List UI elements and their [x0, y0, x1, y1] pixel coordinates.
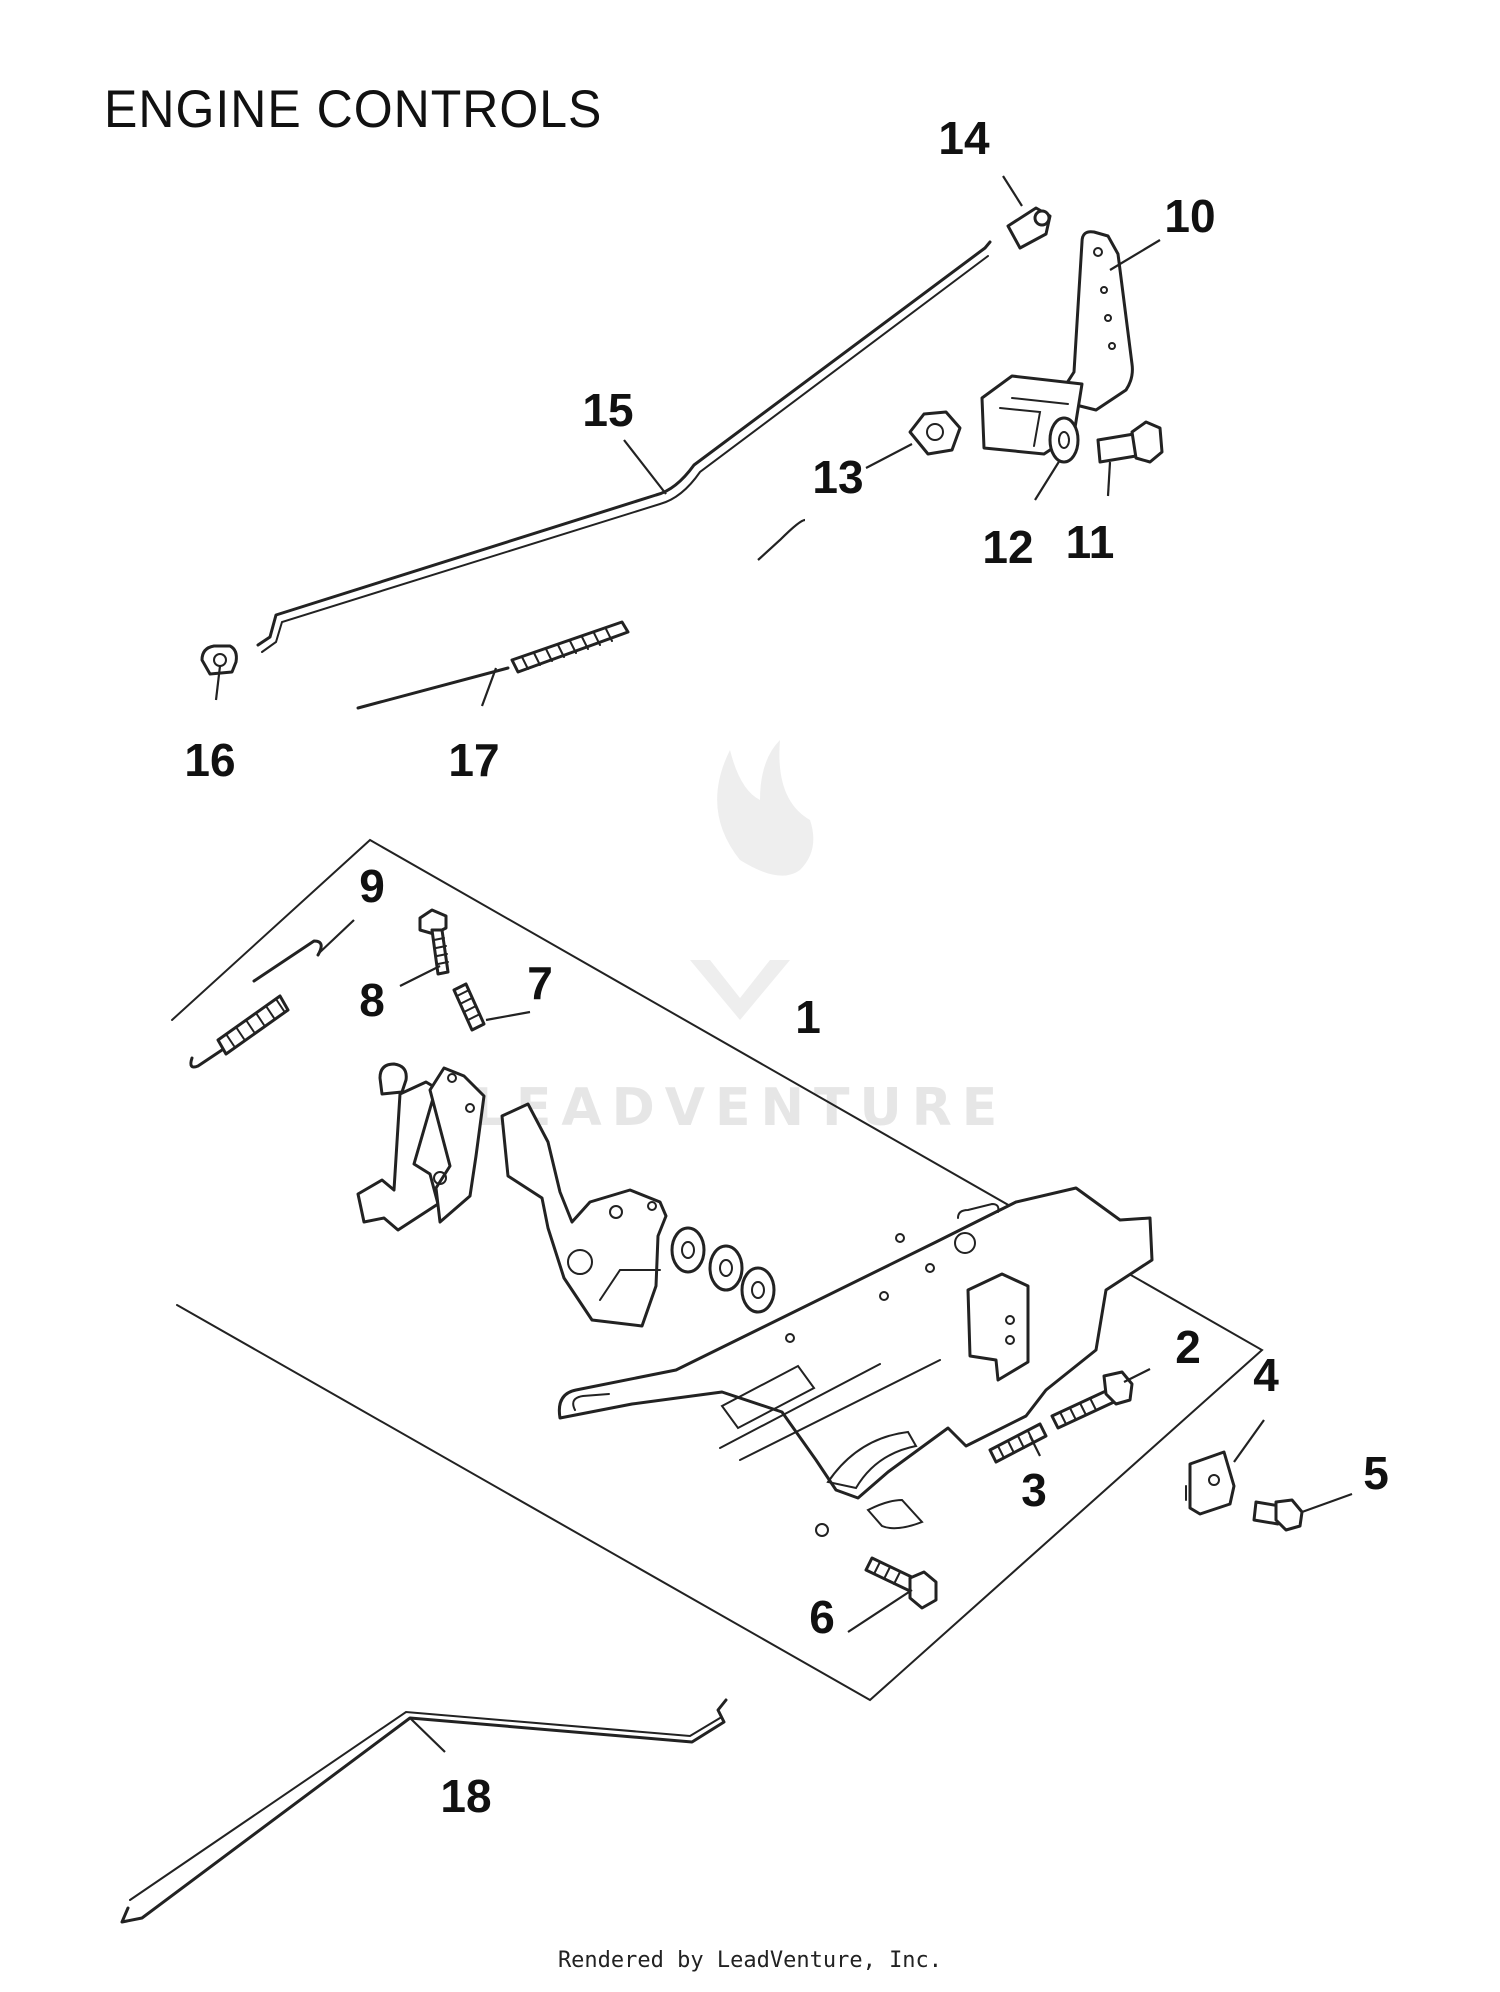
render-credit: Rendered by LeadVenture, Inc.: [557, 1948, 943, 1973]
adjust-screw-part: [418, 908, 450, 976]
stop-bolt-part: [1050, 1370, 1134, 1430]
callout-12: 12: [982, 521, 1033, 573]
nut-part: [908, 410, 962, 456]
callout-11: 11: [1066, 516, 1115, 568]
page-title: ENGINE CONTROLS: [104, 79, 603, 139]
washer-stack-part: [670, 1226, 776, 1314]
flame-logo: [717, 740, 814, 876]
callout-14: 14: [938, 112, 990, 164]
callout-6: 6: [809, 1591, 835, 1643]
extension-spring-part: [189, 939, 323, 1069]
callout-2: 2: [1175, 1321, 1201, 1373]
watermark-text: LEADVENTURE: [473, 1078, 1008, 1138]
governor-rod-part-outline: [261, 255, 989, 653]
callout-18: 18: [440, 1770, 491, 1822]
governor-rod-part: [256, 240, 992, 647]
stop-spring-part: [988, 1422, 1048, 1464]
callout-10: 10: [1164, 190, 1215, 242]
watermark: LEADVENTURE: [473, 740, 1008, 1138]
v-logo: [690, 960, 790, 1020]
callout-3: 3: [1021, 1464, 1047, 1516]
plate-screw-part: [864, 1556, 938, 1610]
callout-17: 17: [448, 734, 499, 786]
callout-7: 7: [527, 957, 553, 1009]
callout-4: 4: [1253, 1349, 1279, 1401]
bolt-part: [1096, 420, 1164, 464]
throttle-lever-part: [500, 1102, 668, 1328]
control-plate-part: [557, 1186, 1154, 1537]
washer-part: [1048, 416, 1080, 464]
governor-spring-part: [356, 620, 630, 710]
callout-16: 16: [184, 734, 235, 786]
callout-1: 1: [795, 991, 821, 1043]
callout-labels: 1 2 3 4 5 6 7 8 9 10 11 12 13 14 15 16 1…: [184, 112, 1388, 1822]
rod-clip-part: [1006, 206, 1052, 250]
bracket-clip-part: [1185, 1450, 1236, 1516]
callout-5: 5: [1363, 1447, 1389, 1499]
control-bracket-part: [356, 1062, 486, 1232]
leader-lines: [214, 175, 1353, 1753]
choke-rod-part: [120, 1698, 728, 1924]
compression-spring-part: [452, 982, 486, 1032]
callout-13: 13: [812, 451, 863, 503]
clip-screw-part: [1252, 1498, 1304, 1532]
callout-9: 9: [359, 860, 385, 912]
callout-15: 15: [582, 384, 633, 436]
callout-8: 8: [359, 974, 385, 1026]
assembly-frame: [171, 838, 1264, 1702]
